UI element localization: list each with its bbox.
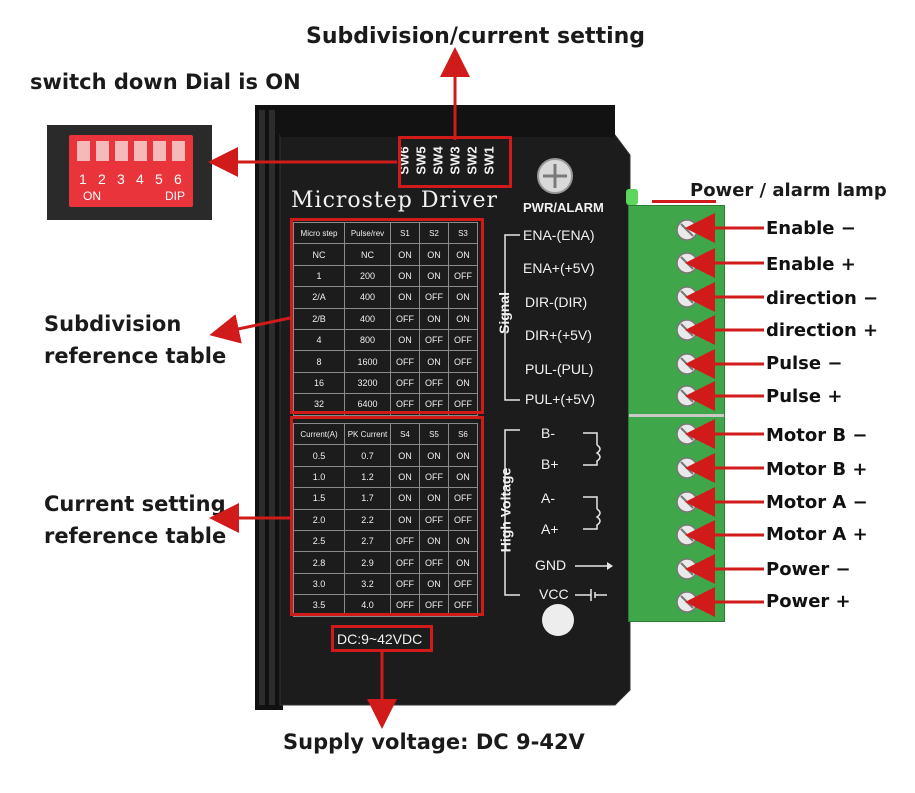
terminal-label-enable-minus: Enable − bbox=[766, 218, 856, 239]
terminal-label-power-minus: Power − bbox=[766, 559, 851, 580]
table-cell: 6400 bbox=[344, 393, 391, 416]
dip-toggle bbox=[96, 141, 109, 161]
power-alarm-lamp-callout: Power / alarm lamp bbox=[690, 180, 887, 201]
table-header-row: Current(A) PK Current S4 S5 S6 bbox=[293, 422, 478, 446]
switch-highlight-box bbox=[398, 136, 512, 188]
terminal-divider bbox=[629, 414, 724, 417]
voltage-label: DC:9~42VDC bbox=[337, 631, 423, 647]
terminal-label-direction-minus: direction − bbox=[766, 288, 879, 309]
microstep-driver: SW6 SW5 SW4 SW3 SW2 SW1 PWR/ALARM Micros… bbox=[255, 100, 635, 715]
terminal-label-enable-plus: Enable + bbox=[766, 254, 856, 275]
table-cell: OFF bbox=[448, 393, 478, 416]
power-pin-a-minus: A- bbox=[541, 490, 555, 506]
dip-toggle bbox=[172, 141, 185, 161]
current-table-highlight-box bbox=[290, 416, 484, 616]
table-cell: OFF bbox=[448, 328, 478, 352]
signal-group-label: Signal bbox=[496, 291, 513, 335]
signal-pin-pul-minus: PUL-(PUL) bbox=[525, 361, 594, 377]
dip-number: 3 bbox=[117, 171, 125, 187]
table-cell: ON bbox=[448, 371, 478, 395]
dip-toggle bbox=[115, 141, 128, 161]
signal-pin-ena-minus: ENA-(ENA) bbox=[523, 227, 595, 243]
table-cell: OFF bbox=[448, 264, 478, 288]
signal-pin-dir-plus: DIR+(+5V) bbox=[525, 327, 592, 343]
dip-on-label: ON bbox=[83, 189, 101, 203]
terminal-label-motor-b-minus: Motor B − bbox=[766, 425, 868, 446]
switch-down-callout: switch down Dial is ON bbox=[30, 70, 301, 94]
dip-switch-toggles bbox=[77, 141, 187, 165]
driver-title: Microstep Driver bbox=[291, 188, 499, 213]
power-pin-b-minus: B- bbox=[541, 425, 555, 441]
voltage-highlight-box bbox=[331, 625, 433, 652]
dip-number: 4 bbox=[136, 171, 144, 187]
current-reference-line1: Current setting bbox=[44, 492, 226, 516]
status-led bbox=[626, 189, 638, 205]
terminal-block bbox=[628, 205, 725, 622]
subdivision-reference-callout: Subdivision reference table bbox=[44, 308, 226, 372]
signal-pin-pul-plus: PUL+(+5V) bbox=[525, 391, 596, 407]
power-pin-vcc: VCC bbox=[539, 586, 569, 602]
dip-number: 6 bbox=[174, 171, 182, 187]
current-reference-callout: Current setting reference table bbox=[44, 488, 226, 552]
dip-number: 2 bbox=[98, 171, 106, 187]
current-reference-line2: reference table bbox=[44, 524, 227, 548]
power-pin-b-plus: B+ bbox=[541, 456, 559, 472]
subdivision-reference-line1: Subdivision bbox=[44, 312, 182, 336]
lamp-underline bbox=[652, 200, 716, 203]
power-pin-a-plus: A+ bbox=[541, 521, 559, 537]
pwr-alarm-label: PWR/ALARM bbox=[523, 200, 604, 215]
dip-switch-closeup: 1 2 3 4 5 6 ON DIP bbox=[47, 125, 212, 220]
terminal-label-pulse-minus: Pulse − bbox=[766, 353, 843, 374]
dip-numbers: 1 2 3 4 5 6 bbox=[77, 171, 189, 189]
subdivision-current-setting-callout: Subdivision/current setting bbox=[306, 24, 646, 49]
dip-label: DIP bbox=[165, 189, 186, 203]
high-voltage-group-label: High Voltage bbox=[497, 467, 514, 553]
terminal-label-motor-b-plus: Motor B + bbox=[766, 459, 868, 480]
subdivision-table-highlight-box bbox=[290, 218, 484, 414]
terminal-label-motor-a-minus: Motor A − bbox=[766, 492, 868, 513]
subdivision-reference-line2: reference table bbox=[44, 344, 227, 368]
terminal-label-power-plus: Power + bbox=[766, 591, 851, 612]
dip-number: 1 bbox=[79, 171, 87, 187]
dip-switch-body: 1 2 3 4 5 6 ON DIP bbox=[69, 135, 193, 207]
signal-pin-ena-plus: ENA+(+5V) bbox=[523, 260, 595, 276]
supply-voltage-callout: Supply voltage: DC 9-42V bbox=[283, 730, 585, 754]
terminal-label-direction-plus: direction + bbox=[766, 320, 879, 341]
terminal-label-pulse-plus: Pulse + bbox=[766, 386, 843, 407]
dip-toggle bbox=[134, 141, 147, 161]
dip-number: 5 bbox=[155, 171, 163, 187]
signal-pin-dir-minus: DIR-(DIR) bbox=[525, 294, 588, 310]
dip-toggle bbox=[153, 141, 166, 161]
power-pin-gnd: GND bbox=[535, 557, 567, 573]
terminal-label-motor-a-plus: Motor A + bbox=[766, 524, 868, 545]
dip-toggle bbox=[77, 141, 90, 161]
